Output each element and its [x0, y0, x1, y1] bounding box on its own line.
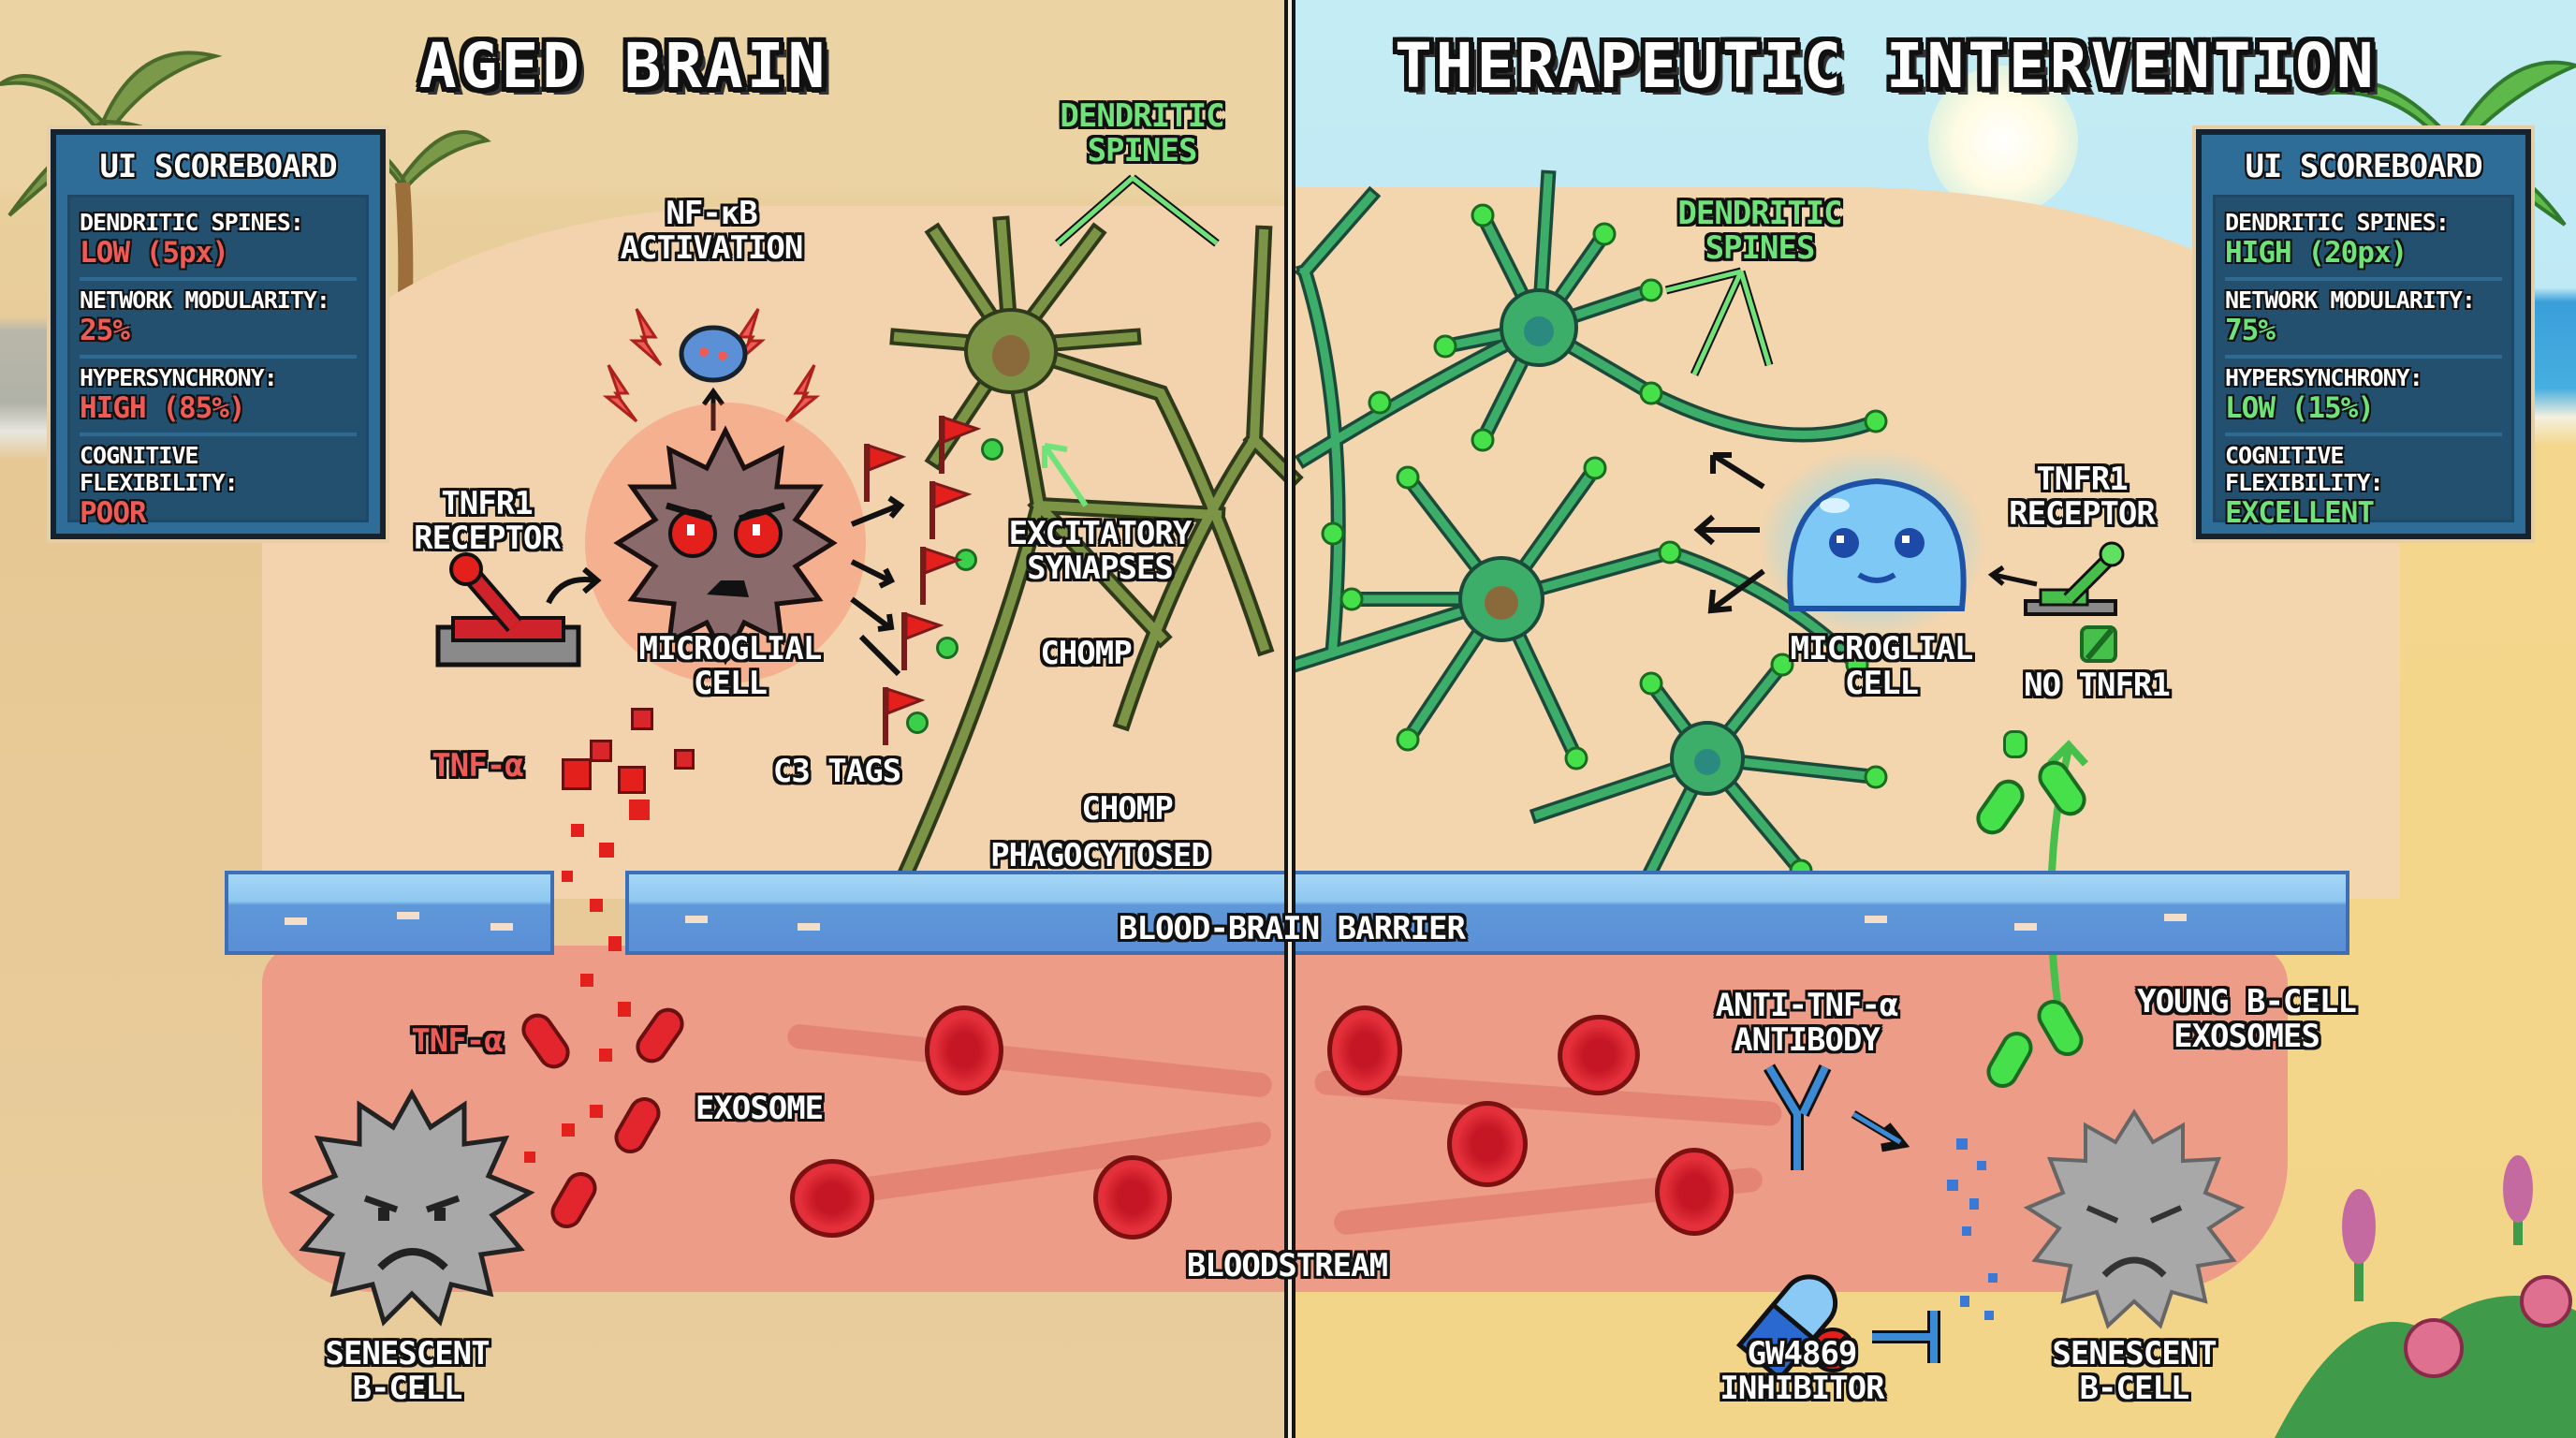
scoreboard-value: 25% — [80, 314, 130, 347]
scoreboard-row-hypersynchrony: HYPERSYNCHRONY: HIGH (85%) — [80, 359, 357, 436]
young-exosome-icon — [2003, 730, 2027, 758]
scoreboard-title: UI SCOREBOARD — [2245, 148, 2482, 185]
red-blood-cell-icon — [925, 1005, 1003, 1095]
red-blood-cell-icon — [790, 1159, 874, 1238]
scoreboard-aged: UI SCOREBOARD DENDRITIC SPINES: LOW (5px… — [51, 129, 386, 539]
scoreboard-value: LOW (5px) — [80, 236, 229, 270]
red-blood-cell-icon — [1447, 1101, 1528, 1187]
chomp-label: CHOMP — [1081, 790, 1173, 828]
c3-flag-icon — [920, 546, 963, 605]
therapeutic-intervention-title: THERAPEUTIC INTERVENTION — [1395, 30, 2378, 102]
scoreboard-key: NETWORK MODULARITY: — [2225, 286, 2476, 314]
scoreboard-value: EXCELLENT — [2225, 496, 2375, 530]
senescent-bcell-label-aged: SENESCENT B-CELL — [325, 1335, 490, 1408]
scoreboard-row-network-modularity: NETWORK MODULARITY: 25% — [80, 281, 357, 359]
gw4869-inhibitor-label: GW4869 INHIBITOR — [1720, 1335, 1884, 1408]
flowers-icon — [2275, 1155, 2576, 1438]
dendritic-spine-icon — [936, 637, 959, 659]
panel-divider — [1284, 0, 1295, 1438]
c3-flag-icon — [939, 415, 982, 474]
tnf-alpha-label-brain: TNF-α — [432, 747, 523, 785]
nfkb-nucleus-icon — [602, 308, 821, 431]
c3-flag-icon — [929, 480, 973, 539]
tnfr1-lever-off-icon — [2024, 541, 2125, 616]
c3-flag-icon — [864, 443, 907, 502]
scoreboard-value: 75% — [2225, 314, 2276, 347]
happy-microglia-icon — [1787, 477, 1967, 611]
senescent-bcell-icon — [2023, 1108, 2246, 1329]
pointer-arrow-icon — [1042, 443, 1089, 507]
scoreboard-row-hypersynchrony: HYPERSYNCHRONY: LOW (15%) — [2225, 359, 2502, 436]
bloodstream-label: BLOODSTREAM — [1186, 1247, 1388, 1284]
blood-brain-barrier-label: BLOOD-BRAIN BARRIER — [1119, 910, 1466, 947]
blood-brain-barrier-segment — [225, 871, 554, 955]
scoreboard-key: COGNITIVE FLEXIBILITY: — [80, 442, 239, 496]
young-bcell-exosomes-label: YOUNG B-CELL EXOSOMES — [2137, 983, 2357, 1056]
scoreboard-value: LOW (15%) — [2225, 391, 2375, 425]
nfkb-activation-label: NF-κB ACTIVATION — [620, 195, 804, 268]
tnfr1-lever-on-icon — [435, 552, 581, 668]
scoreboard-value: HIGH (20px) — [2225, 236, 2408, 270]
scoreboard-title: UI SCOREBOARD — [99, 148, 337, 185]
c3-flag-icon — [901, 611, 944, 670]
scoreboard-key: HYPERSYNCHRONY: — [2225, 364, 2423, 391]
scoreboard-row-cognitive-flexibility: COGNITIVE FLEXIBILITY: POOR — [80, 436, 357, 537]
scoreboard-value: HIGH (85%) — [80, 391, 246, 425]
senescent-bcell-label-healthy: SENESCENT B-CELL — [2052, 1335, 2217, 1408]
angry-microglia-icon — [585, 403, 866, 683]
gw4869-pill-icon — [1735, 1274, 1940, 1383]
aged-neuron-icon — [887, 215, 1304, 901]
scoreboard-key: DENDRITIC SPINES: — [2225, 209, 2450, 236]
red-blood-cell-icon — [1093, 1155, 1172, 1240]
pointer-arrow-icon — [1055, 174, 1220, 247]
red-blood-cell-icon — [1327, 1005, 1402, 1095]
aged-brain-title: AGED BRAIN — [419, 30, 829, 102]
exosome-label: EXOSOME — [695, 1090, 824, 1127]
scoreboard-row-dendritic-spines: DENDRITIC SPINES: LOW (5px) — [80, 203, 357, 281]
no-tnfr1-label: NO TNFR1 — [2024, 667, 2171, 704]
scoreboard-value: POOR — [80, 496, 147, 530]
tnfr1-receptor-label-aged: TNFR1 RECEPTOR — [414, 485, 561, 558]
dendritic-spines-label-aged: DENDRITIC SPINES — [1060, 97, 1224, 170]
tnf-alpha-label-blood: TNF-α — [411, 1022, 503, 1060]
c3-flag-icon — [883, 686, 926, 745]
anti-tnf-antibody-label: ANTI-TNF-α ANTIBODY — [1715, 987, 1899, 1060]
scoreboard-key: NETWORK MODULARITY: — [80, 286, 330, 314]
dendritic-spine-icon — [981, 438, 1003, 461]
dendritic-spines-label-healthy: DENDRITIC SPINES — [1677, 195, 1842, 268]
excitatory-synapses-label: EXCITATORY SYNAPSES — [1008, 515, 1193, 588]
healthy-neuron-network-icon — [1285, 169, 1888, 883]
dendritic-spine-icon — [906, 712, 929, 734]
phagocytosed-label: PHAGOCYTOSED — [990, 837, 1210, 874]
arrow-icon — [546, 566, 602, 605]
signal-arrows-icon — [1693, 452, 1765, 614]
microglial-cell-label-healthy: MICROGLIAL CELL — [1790, 630, 1974, 703]
scoreboard-key: HYPERSYNCHRONY: — [80, 364, 278, 391]
attack-arrows-icon — [850, 495, 905, 677]
sun-icon — [1928, 66, 2078, 215]
red-blood-cell-icon — [1655, 1148, 1734, 1236]
scoreboard-row-cognitive-flexibility: COGNITIVE FLEXIBILITY: EXCELLENT — [2225, 436, 2502, 537]
scoreboard-key: COGNITIVE FLEXIBILITY: — [2225, 442, 2384, 496]
microglial-cell-label-aged: MICROGLIAL CELL — [638, 630, 823, 703]
senescent-bcell-icon — [288, 1088, 535, 1327]
blood-brain-barrier — [625, 871, 2349, 955]
antibody-icon — [1763, 1064, 1910, 1170]
chomp-label: CHOMP — [1040, 635, 1132, 672]
tnfr1-receptor-label-healthy: TNFR1 RECEPTOR — [2009, 461, 2156, 534]
pointer-arrow-icon — [1664, 267, 1774, 376]
scoreboard-therapeutic: UI SCOREBOARD DENDRITIC SPINES: HIGH (20… — [2196, 129, 2531, 539]
scoreboard-key: DENDRITIC SPINES: — [80, 209, 304, 236]
c3-tags-label: C3 TAGS — [772, 753, 901, 790]
scoreboard-row-dendritic-spines: DENDRITIC SPINES: HIGH (20px) — [2225, 203, 2502, 281]
scoreboard-row-network-modularity: NETWORK MODULARITY: 75% — [2225, 281, 2502, 359]
arrow-icon — [1987, 565, 2038, 587]
no-tnfr1-icon — [2080, 625, 2117, 663]
